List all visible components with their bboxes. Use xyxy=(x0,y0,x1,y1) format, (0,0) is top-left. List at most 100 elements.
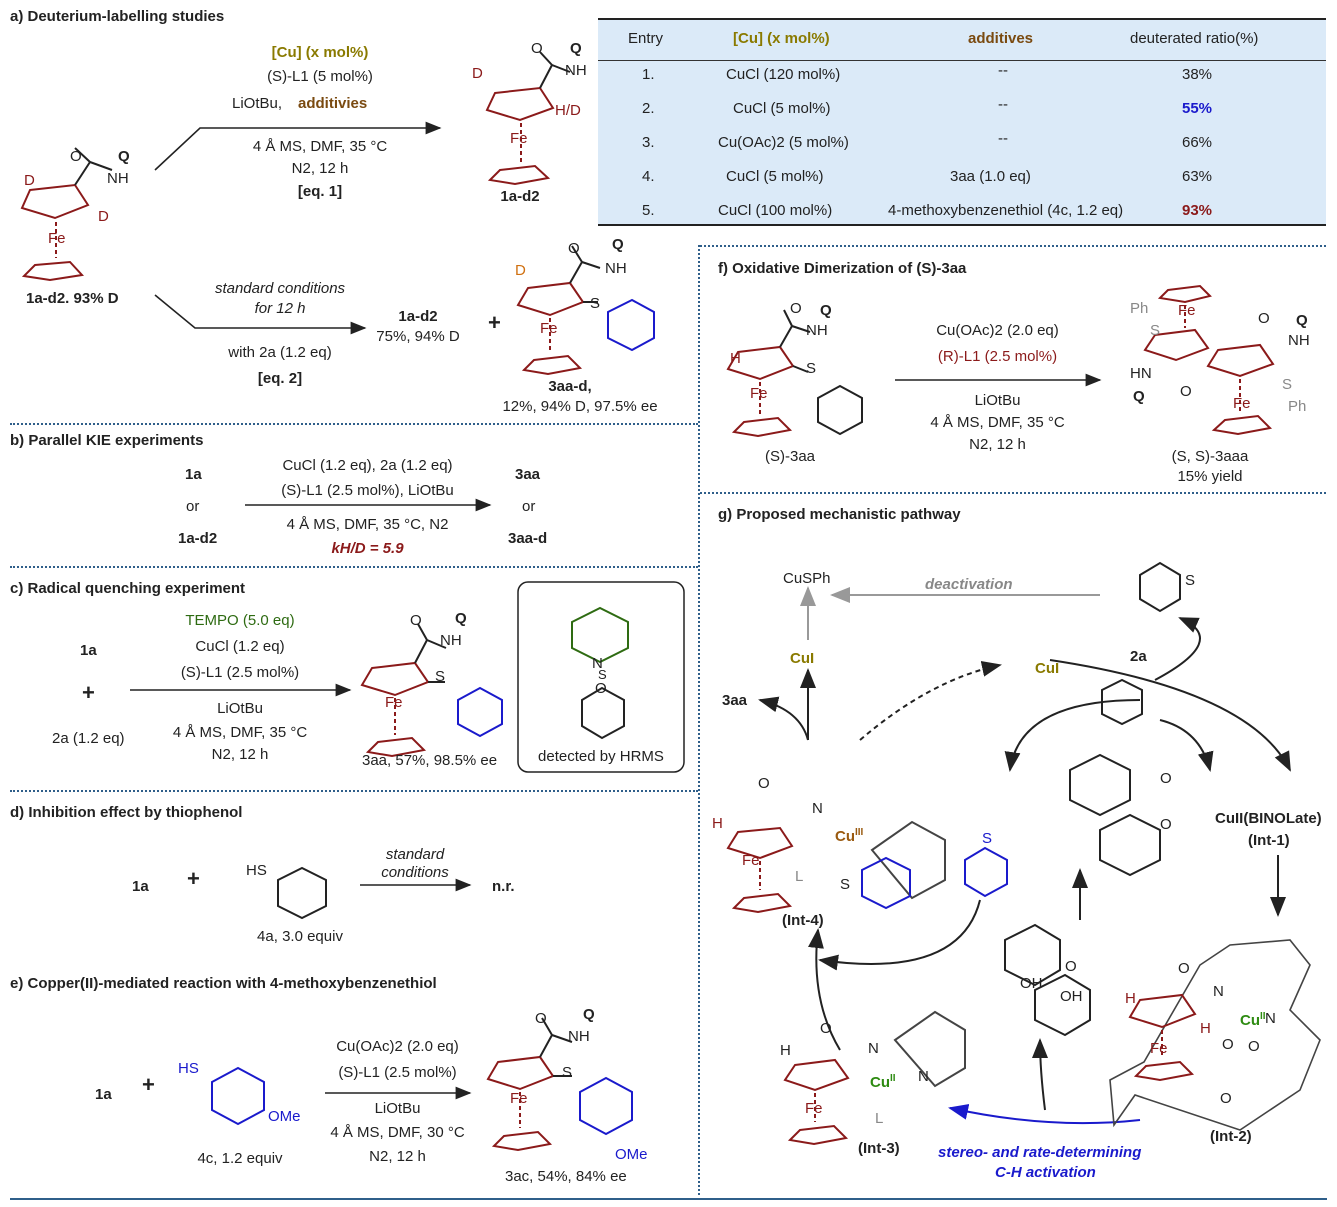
eq1-arrow xyxy=(154,121,442,171)
quinoline-ring xyxy=(870,820,946,900)
cuII-reagent: 4c, 1.2 equiv xyxy=(197,1150,283,1167)
atom-h: H xyxy=(780,1042,791,1059)
mech-ch1: stereo- and rate-determining xyxy=(938,1144,1142,1161)
binolate-ring xyxy=(1099,813,1161,877)
atom-q: Q xyxy=(1296,312,1308,329)
deuteration-table: Entry [Cu] (x mol%) additives deuterated… xyxy=(598,18,1326,226)
atom-n: N xyxy=(918,1068,929,1085)
atom-ome: OMe xyxy=(268,1108,301,1125)
atom-oh: OH xyxy=(1060,988,1083,1005)
table-header-entry: Entry xyxy=(628,30,664,47)
inhibition-cond2: conditions xyxy=(381,864,449,881)
kie-sm1: 1a xyxy=(185,466,202,483)
section-d-title: d) Inhibition effect by thiophenol xyxy=(10,804,243,821)
tempo-ring xyxy=(571,606,629,664)
eq2-with: with 2a (1.2 eq) xyxy=(228,344,332,361)
section-g-title: g) Proposed mechanistic pathway xyxy=(718,506,961,523)
eq2-plus: + xyxy=(488,310,501,335)
atom-o: O xyxy=(1065,958,1077,975)
atom-l: L xyxy=(875,1110,884,1127)
atom-fe: Fe xyxy=(1150,1040,1168,1057)
ferrocene-int4 xyxy=(726,826,794,914)
mech-2a: 2a xyxy=(1130,648,1147,665)
table-cell: -- xyxy=(998,96,1008,113)
mech-arrow-to-int1 xyxy=(1049,659,1291,772)
ferrocene-eq1-product xyxy=(485,51,571,186)
ferrocene-s-3aa xyxy=(726,309,811,438)
cu-ii-label: CuII xyxy=(870,1073,896,1091)
eq1-cond2: N2, 12 h xyxy=(291,160,349,177)
eq1-product-label: 1a-d2 xyxy=(500,188,540,205)
eq2-label: [eq. 2] xyxy=(257,370,303,387)
dimer-product: (S, S)-3aaa xyxy=(1171,448,1249,465)
cuII-cond2: (S)-L1 (2.5 mol%) xyxy=(338,1064,457,1081)
atom-o: O xyxy=(1180,383,1192,400)
atom-o: O xyxy=(1248,1038,1260,1055)
eq2-prod2: 3aa-d, xyxy=(548,378,592,395)
mech-arrow-to-int4 xyxy=(818,899,981,971)
mech-3aa: 3aa xyxy=(722,692,748,709)
atom-n: N xyxy=(1265,1010,1276,1027)
atom-q: Q xyxy=(1133,388,1145,405)
section-f-title: f) Oxidative Dimerization of (S)-3aa xyxy=(718,260,967,277)
atom-fe: Fe xyxy=(742,852,760,869)
kie-or2: or xyxy=(522,498,536,515)
atom-hs: HS xyxy=(178,1060,199,1077)
atom-fe: Fe xyxy=(48,230,66,247)
dimer-yield: 15% yield xyxy=(1177,468,1243,485)
atom-fe: Fe xyxy=(1233,395,1251,412)
inhibition-sm: 1a xyxy=(132,878,149,895)
inhibition-plus: + xyxy=(187,866,200,891)
mech-arrow-int3-int4 xyxy=(808,928,841,1051)
atom-d: D xyxy=(515,262,526,279)
atom-o: O xyxy=(410,612,422,629)
separator-c-d xyxy=(10,790,698,792)
atom-h: H xyxy=(1200,1020,1211,1037)
atom-fe: Fe xyxy=(1178,302,1196,319)
table-cell: -- xyxy=(998,62,1008,79)
ferrocene-3ac xyxy=(486,1017,573,1152)
int2-frame xyxy=(1109,939,1321,1131)
eq2-prod1-yield: 75%, 94% D xyxy=(376,328,460,345)
atom-ome: OMe xyxy=(615,1146,648,1163)
binolate-ring xyxy=(1069,753,1131,817)
quinoline-ring xyxy=(893,1010,966,1088)
atom-nh: NH xyxy=(440,632,462,649)
eq1-label: [eq. 1] xyxy=(297,183,343,200)
table-cell: 63% xyxy=(1182,168,1213,185)
atom-n: N xyxy=(1213,983,1224,1000)
atom-q: Q xyxy=(118,148,130,165)
radical-cond5: N2, 12 h xyxy=(211,746,269,763)
cuII-sm: 1a xyxy=(95,1086,112,1103)
atom-s: S xyxy=(982,830,993,847)
separator-f-g xyxy=(700,492,1326,494)
kie-p1: 3aa xyxy=(515,466,541,483)
atom-oh: OH xyxy=(1020,975,1043,992)
table-cell: 5. xyxy=(642,202,655,219)
atom-o: O xyxy=(1178,960,1190,977)
table-cell: CuCl (100 mol%) xyxy=(718,202,833,219)
atom-d: D xyxy=(98,208,109,225)
atom-o: O xyxy=(70,148,82,165)
table-cell: CuCl (5 mol%) xyxy=(726,168,824,185)
radical-sm1: 1a xyxy=(80,642,97,659)
mech-arrow-3aa xyxy=(758,696,809,741)
cuII-cond3: LiOtBu xyxy=(374,1100,421,1117)
section-e-title: e) Copper(II)-mediated reaction with 4-m… xyxy=(10,975,437,992)
table-cell: 3aa (1.0 eq) xyxy=(950,168,1031,185)
radical-phenyl-ring xyxy=(964,846,1008,898)
table-cell: Cu(OAc)2 (5 mol%) xyxy=(718,134,849,151)
radical-cond2: (S)-L1 (2.5 mol%) xyxy=(180,664,300,681)
atom-ph: Ph xyxy=(1130,300,1149,317)
table-cell: CuCl (120 mol%) xyxy=(726,66,841,83)
inhibition-cond1: standard xyxy=(385,846,445,863)
atom-nh: NH xyxy=(806,322,828,339)
atom-s: S xyxy=(590,295,601,312)
table-cell: 3. xyxy=(642,134,655,151)
atom-o: O xyxy=(1222,1036,1234,1053)
cu-ii-label: CuII xyxy=(1240,1011,1266,1029)
mech-deactivation: deactivation xyxy=(925,576,1013,593)
table-cell: -- xyxy=(998,130,1008,147)
binolate-ring xyxy=(1101,678,1143,726)
